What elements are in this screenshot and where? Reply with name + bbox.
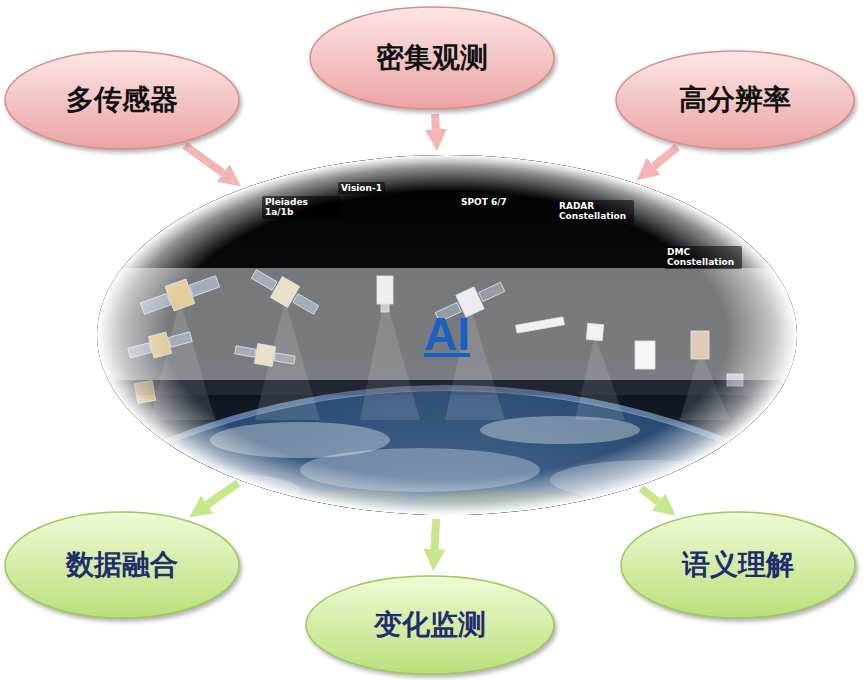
- ellipse-shape: [5, 51, 239, 149]
- ai-core-ellipse: AI: [97, 155, 797, 515]
- ellipse-shape: [5, 512, 239, 618]
- flow-arrow: [434, 519, 436, 549]
- node-label: 语义理解: [682, 548, 794, 582]
- flow-arrow: [431, 114, 440, 129]
- flow-arrow: [207, 483, 238, 505]
- input-ellipse: 高分辨率: [615, 50, 855, 150]
- node-label: 密集观测: [376, 41, 488, 75]
- ellipse-shape: [98, 156, 796, 514]
- node-text-block: 高分辨率: [679, 83, 791, 117]
- input-ellipse: 密集观测: [309, 6, 555, 110]
- output-ellipse: 数据融合: [4, 511, 240, 619]
- flow-arrow: [185, 145, 223, 173]
- node-label: AI: [424, 307, 470, 362]
- flow-arrow: [654, 147, 678, 166]
- satellite-label: Vision-1: [338, 182, 385, 194]
- node-label: 变化监测: [374, 608, 486, 642]
- satellite-label: DMC Constellation: [664, 246, 742, 269]
- flow-arrow: [641, 488, 658, 502]
- node-label: 高分辨率: [679, 83, 791, 117]
- node-label: 数据融合: [66, 548, 178, 582]
- node-text-block: 密集观测: [376, 41, 488, 75]
- node-label: 多传感器: [66, 83, 178, 117]
- satellite-label: SPOT 6/7: [458, 196, 510, 208]
- satellite-label: RADAR Constellation: [556, 200, 634, 223]
- node-text-block: 多传感器: [66, 83, 178, 117]
- ellipse-shape: [616, 51, 854, 149]
- output-ellipse: 语义理解: [620, 511, 856, 619]
- node-text-block: 数据融合: [66, 548, 178, 582]
- node-text-block: 变化监测: [374, 608, 486, 642]
- satellite-label: Pleiades 1a/1b: [262, 196, 340, 219]
- ellipse-shape: [306, 576, 554, 674]
- ellipse-shape: [310, 7, 554, 109]
- input-ellipse: 多传感器: [4, 50, 240, 150]
- ellipse-shape: [621, 512, 855, 618]
- node-text-block: AI: [424, 307, 470, 362]
- output-ellipse: 变化监测: [305, 575, 555, 675]
- node-text-block: 语义理解: [682, 548, 794, 582]
